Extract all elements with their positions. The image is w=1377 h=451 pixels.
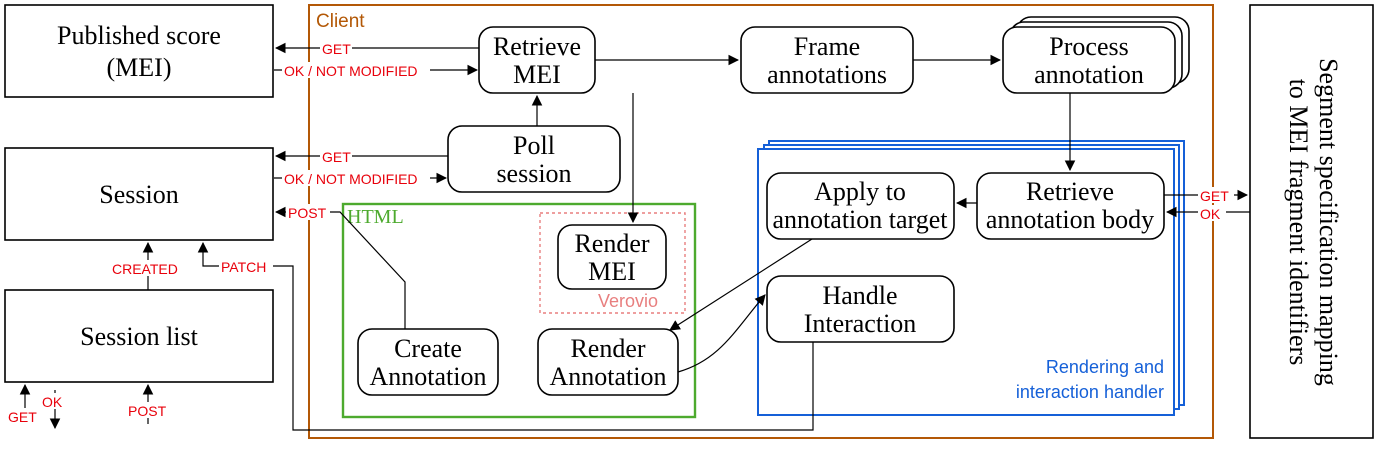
verovio-group [539, 212, 686, 314]
label-ok-score: OK / NOT MODIFIED [284, 63, 418, 79]
frame-annotations-line1: Frame [794, 32, 860, 61]
verovio-group-label: Verovio [598, 291, 658, 311]
client-group [308, 4, 1214, 439]
poll-session-line2: session [496, 159, 571, 188]
session-list-box [4, 289, 274, 383]
retrieve-mei-line2: MEI [513, 60, 561, 89]
label-body-ok: OK [1200, 206, 1221, 222]
label-post-session: POST [288, 205, 327, 221]
edge-render-annotation-to-handle [677, 294, 766, 373]
edge-apply-to-render-annotation [669, 238, 813, 331]
label-created: CREATED [112, 261, 178, 277]
segment-mapping-line1: Segment specification mapping [1314, 58, 1343, 386]
label-get-session: GET [322, 149, 351, 165]
handler-group-label-line2: interaction handler [1016, 382, 1164, 402]
published-score-line2: (MEI) [107, 53, 172, 82]
render-mei-node [557, 224, 667, 290]
session-label: Session [99, 180, 178, 209]
apply-target-line2: annotation target [773, 205, 949, 234]
segment-mapping-box [1249, 4, 1374, 439]
handler-group-label-line1: Rendering and [1046, 357, 1164, 377]
handle-interaction-line2: Interaction [804, 309, 917, 338]
create-annotation-line2: Annotation [370, 362, 487, 391]
label-list-post: POST [128, 403, 167, 419]
html-group-label: HTML [347, 206, 404, 228]
frame-annotations-line2: annotations [767, 60, 887, 89]
label-patch: PATCH [221, 259, 266, 275]
retrieve-body-node [976, 172, 1165, 240]
edge-patch [197, 241, 814, 431]
render-annotation-node [537, 328, 679, 396]
published-score-line1: Published score [57, 21, 221, 50]
handle-interaction-line1: Handle [822, 281, 897, 310]
poll-session-line1: Poll [513, 131, 555, 160]
html-group [341, 202, 697, 419]
create-annotation-line1: Create [394, 334, 462, 363]
process-annotation-line2: annotation [1034, 60, 1144, 89]
handle-interaction-node [766, 275, 955, 343]
apply-target-node [766, 172, 955, 240]
retrieve-body-line2: annotation body [986, 205, 1154, 234]
poll-session-node [447, 125, 621, 193]
session-box [4, 147, 274, 241]
process-annotation-node [1002, 26, 1176, 94]
retrieve-body-line1: Retrieve [1026, 177, 1114, 206]
label-list-get: GET [8, 409, 37, 425]
label-list-ok: OK [42, 394, 63, 410]
apply-target-line1: Apply to [814, 177, 906, 206]
label-ok-session: OK / NOT MODIFIED [284, 171, 418, 187]
edge-post-session [274, 206, 406, 329]
published-score-box [4, 4, 274, 98]
process-annotation-line1: Process [1049, 32, 1128, 61]
render-mei-line1: Render [574, 229, 649, 258]
session-list-label: Session list [80, 322, 199, 351]
segment-mapping-line2: to MEI fragment identifiers [1284, 79, 1313, 366]
render-annotation-line2: Annotation [550, 362, 667, 391]
client-group-label: Client [316, 11, 365, 32]
label-get-score: GET [322, 41, 351, 57]
create-annotation-node [357, 328, 499, 396]
label-body-get: GET [1200, 188, 1229, 204]
render-annotation-line1: Render [570, 334, 645, 363]
render-mei-line2: MEI [588, 257, 636, 286]
retrieve-mei-line1: Retrieve [493, 32, 581, 61]
